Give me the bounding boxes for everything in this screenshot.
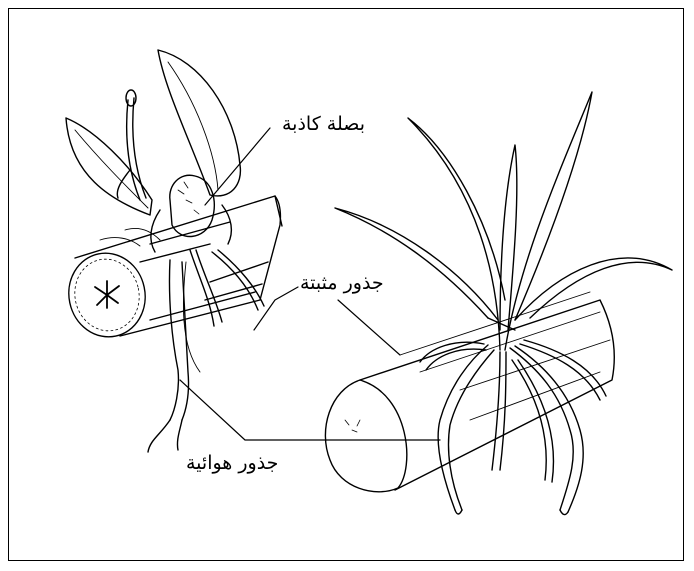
aerial-roots-leader [180,380,440,440]
anchor-roots-leader-left [254,287,298,330]
anchor-roots-label: جذور مثبتة [300,272,384,294]
right-roots [420,340,606,515]
anchor-roots-leader-right [338,300,400,355]
left-roots [148,250,264,452]
aerial-roots-label: جذور هوائية [186,452,278,474]
right-leaves [335,92,672,350]
left-pseudobulb [100,175,231,252]
pseudobulb-label: بصلة كاذبة [282,113,365,135]
left-leaves [66,50,240,215]
right-branch [325,292,614,492]
